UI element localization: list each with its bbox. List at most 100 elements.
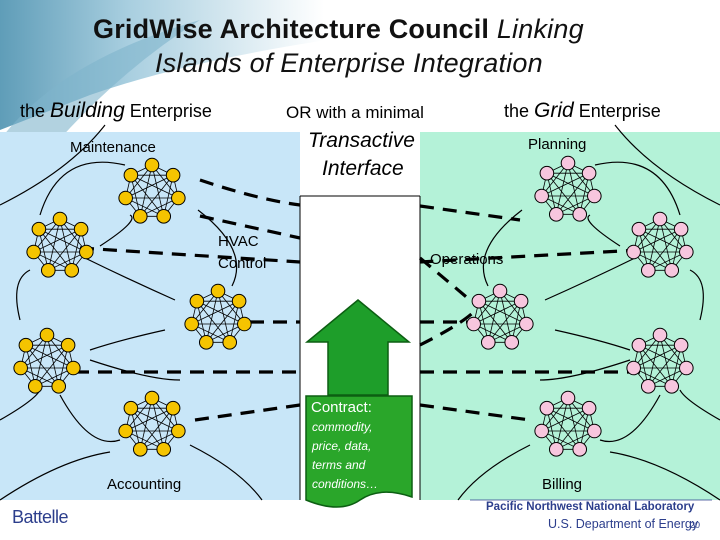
label-control: Control [218, 255, 267, 272]
grid-node [587, 423, 602, 439]
cluster-link [47, 218, 61, 271]
interface-lead: OR with a minimal [286, 103, 424, 122]
cluster-link [659, 218, 673, 271]
network-curve [89, 329, 166, 351]
grid-node [587, 188, 602, 204]
grid-node [572, 207, 588, 222]
network-curve [89, 359, 181, 381]
cluster-link [205, 300, 240, 343]
building-enterprise-heading: the Building Enterprise [20, 99, 212, 122]
cluster-link [567, 162, 581, 215]
grid-node [480, 335, 496, 350]
cluster-link [151, 164, 165, 217]
grid-node-cluster [534, 390, 602, 457]
interface-links [75, 178, 641, 422]
grid-node [534, 423, 549, 439]
cluster-link [139, 407, 174, 450]
interface-name-line2: Interface [322, 157, 404, 180]
cluster-link [647, 228, 682, 271]
building-node [222, 335, 238, 350]
grid-node [504, 335, 520, 350]
label-operations: Operations [430, 251, 504, 268]
network-curve [39, 161, 126, 216]
grid-node [539, 165, 555, 181]
page-number: 20 [690, 520, 701, 530]
cluster-link [546, 407, 595, 432]
building-node [132, 209, 148, 224]
network-curve [0, 124, 106, 206]
page-title-line2: Islands of Enterprise Integration [155, 50, 543, 77]
grid-node [652, 211, 668, 227]
building-node [40, 263, 56, 278]
grid-node [560, 390, 576, 406]
grid-node [640, 379, 656, 394]
node-clusters [13, 155, 694, 457]
building-node [79, 244, 94, 260]
grid-node-cluster [466, 283, 534, 350]
cluster-link [46, 334, 60, 387]
interface-link [419, 304, 482, 347]
cluster-link [473, 300, 522, 325]
cluster-link [567, 397, 581, 450]
building-node [231, 293, 247, 309]
network-curve [554, 329, 631, 351]
building-node [144, 390, 160, 406]
building-node [171, 190, 186, 206]
cluster-link [34, 344, 69, 387]
grid-node [626, 244, 641, 260]
building-node [18, 337, 34, 353]
building-node [144, 157, 160, 173]
lab-name: Pacific Northwest National Laboratory [486, 501, 695, 513]
grid-node [652, 327, 668, 343]
building-node-cluster [184, 283, 252, 350]
label-hvac: HVAC [218, 233, 259, 250]
cluster-link [130, 174, 165, 217]
network-curve [587, 214, 621, 247]
building-node [31, 221, 47, 237]
cluster-link [633, 228, 682, 253]
cluster-link [25, 344, 60, 387]
building-node [189, 293, 205, 309]
grid-node [492, 283, 508, 299]
building-node [156, 442, 172, 457]
cluster-link [546, 172, 595, 197]
network-curve [689, 269, 704, 321]
cluster-link [638, 344, 687, 369]
grid-node [581, 400, 597, 416]
cluster-link [130, 407, 179, 432]
building-node-cluster [13, 327, 81, 394]
battelle-logo: Battelle [12, 507, 69, 527]
building-node [52, 211, 68, 227]
cluster-link [139, 174, 174, 217]
contract-heading: Contract: [311, 399, 372, 416]
network-curve [84, 257, 176, 301]
grid-node [548, 207, 564, 222]
building-node [132, 442, 148, 457]
network-curve [189, 444, 263, 501]
grid-node [466, 316, 481, 332]
cluster-link [487, 290, 501, 343]
cluster-link [38, 228, 73, 271]
grid-node-cluster [534, 155, 602, 222]
building-node [184, 316, 199, 332]
contract-line-2: price, data, [312, 439, 372, 453]
cluster-link [34, 334, 48, 387]
building-node [156, 209, 172, 224]
cluster-link [555, 162, 569, 215]
interface-link [419, 204, 521, 222]
cluster-link [633, 344, 682, 369]
network-curve [679, 389, 720, 421]
grid-node [664, 263, 680, 278]
cluster-link [59, 218, 73, 271]
cluster-link [555, 407, 590, 450]
label-planning: Planning [528, 136, 587, 153]
cluster-link [478, 300, 513, 343]
cluster-link [546, 172, 581, 215]
cluster-link [647, 218, 661, 271]
cluster-link [659, 334, 673, 387]
cluster-link [638, 344, 673, 387]
building-node [73, 221, 89, 237]
cluster-link [25, 344, 74, 369]
interface-link [418, 256, 472, 302]
cluster-link [125, 407, 174, 432]
